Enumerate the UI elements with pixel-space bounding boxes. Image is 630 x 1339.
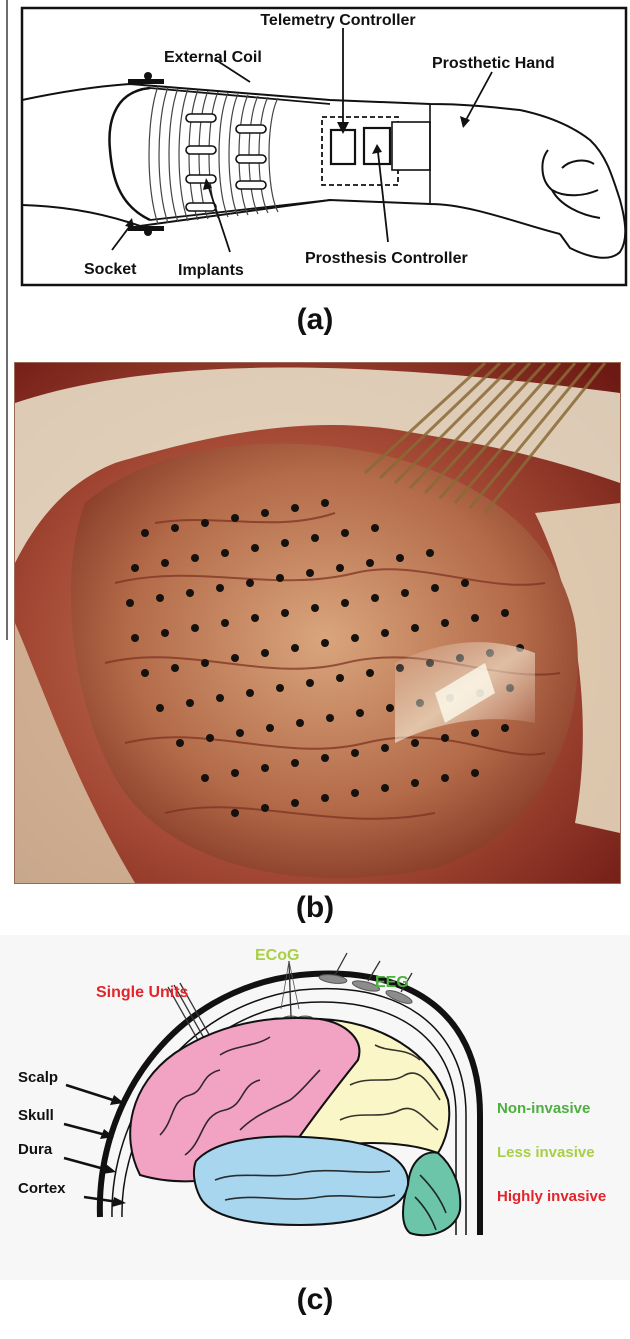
label-ecog: ECoG [255, 947, 299, 964]
telemetry-controller-box [331, 130, 355, 164]
panel-c-diagram: ECoG EEG Single Units Scalp Skull Dura C… [0, 935, 630, 1280]
label-implants: Implants [178, 262, 244, 279]
panel-a-diagram: Telemetry Controller External Coil Prost… [0, 0, 630, 300]
label-telemetry-controller: Telemetry Controller [260, 12, 415, 29]
temporal-lobe [194, 1137, 408, 1225]
label-dura: Dura [18, 1141, 53, 1158]
ecog-grid-photo [15, 363, 620, 883]
label-prosthetic-hand: Prosthetic Hand [432, 55, 555, 72]
hand-connector-box [392, 122, 430, 170]
label-socket: Socket [84, 261, 137, 278]
label-highly-invasive: Highly invasive [497, 1188, 606, 1205]
label-eeg: EEG [375, 974, 409, 991]
caption-c: (c) [0, 1283, 630, 1317]
label-single-units: Single Units [96, 984, 189, 1001]
label-prosthesis-controller: Prosthesis Controller [305, 250, 468, 267]
label-external-coil: External Coil [164, 49, 262, 66]
label-skull: Skull [18, 1107, 54, 1124]
caption-a: (a) [0, 303, 630, 337]
label-non-invasive: Non-invasive [497, 1100, 590, 1117]
panel-a-frame [22, 8, 626, 285]
caption-b: (b) [0, 891, 630, 925]
label-scalp: Scalp [18, 1069, 58, 1086]
label-less-invasive: Less invasive [497, 1144, 595, 1161]
label-cortex: Cortex [18, 1180, 66, 1197]
surgical-photo [14, 362, 621, 884]
